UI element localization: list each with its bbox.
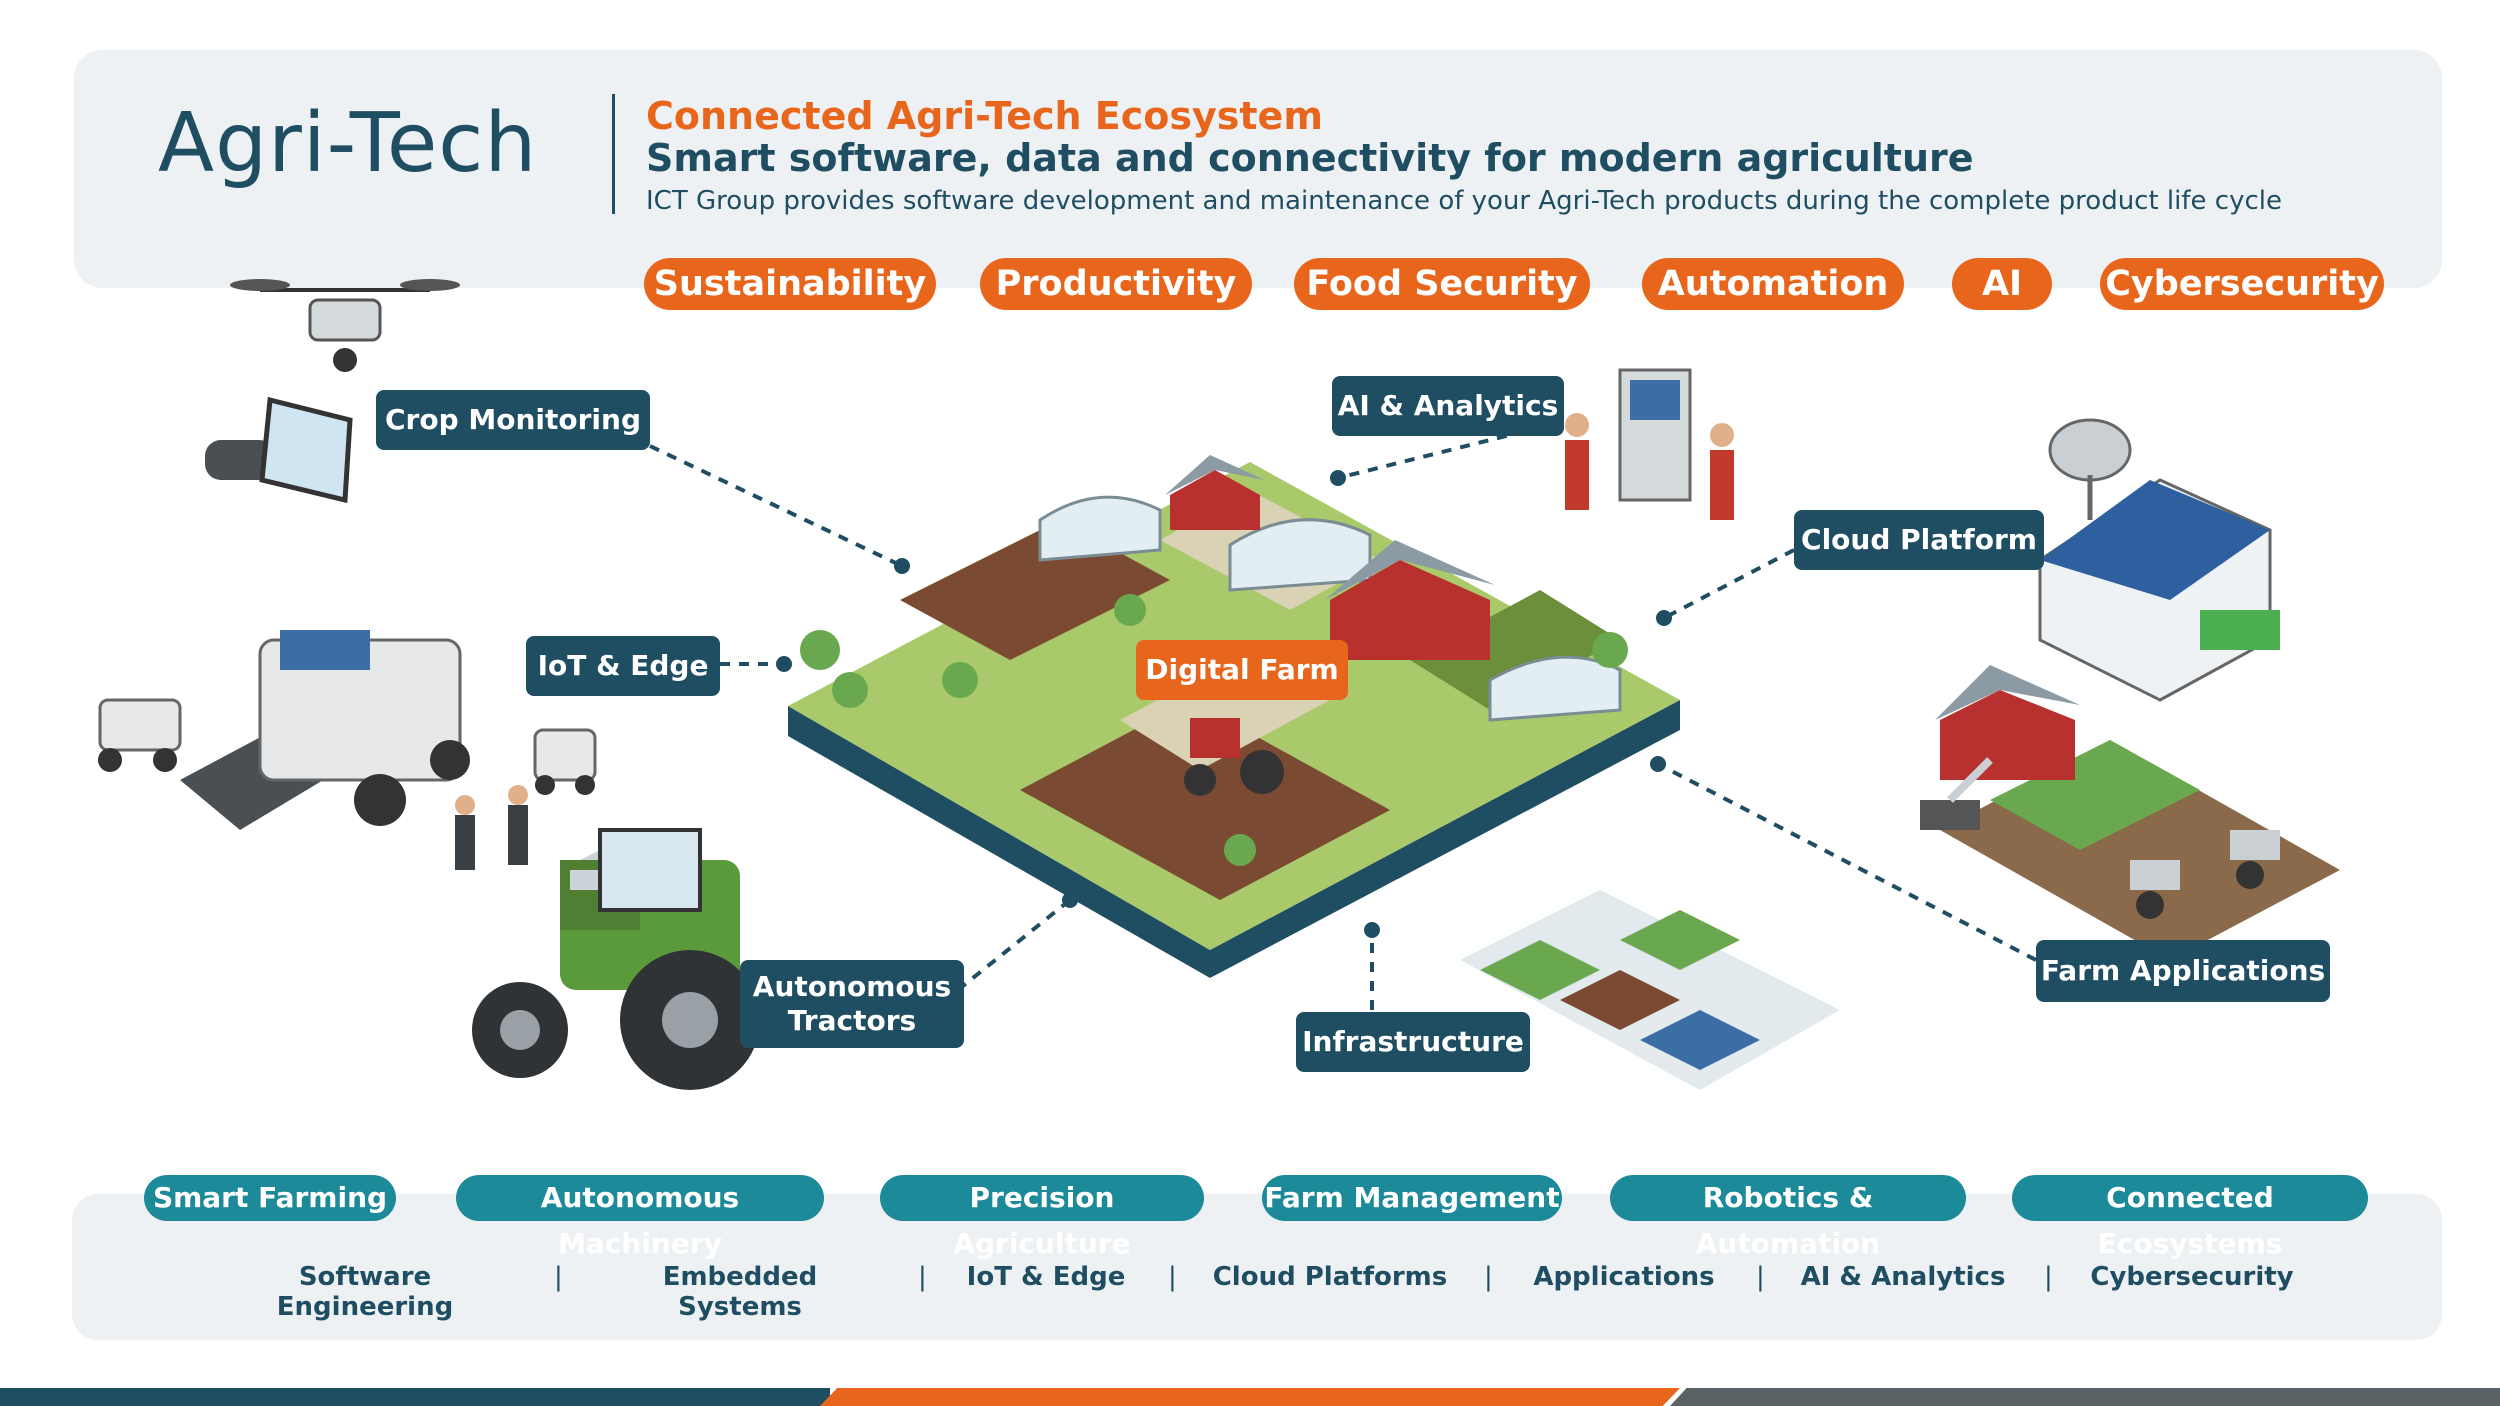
tag-farm-management: Farm Management — [1262, 1175, 1562, 1221]
pillar-food-security: Food Security — [1294, 258, 1590, 310]
tag-smart-farming: Smart Farming — [144, 1175, 396, 1221]
pillar-ai: AI — [1952, 258, 2052, 310]
capability-embedded-systems: Embedded Systems — [662, 1262, 818, 1322]
capability-separator: | — [918, 1262, 927, 1292]
capability-separator: | — [554, 1262, 563, 1292]
node-iot-edge: IoT & Edge — [526, 636, 720, 696]
tractor-icon — [1184, 718, 1284, 796]
farm-applications-scene — [1940, 740, 2340, 960]
tablet-icon — [259, 396, 353, 504]
header-title: Smart software, data and connectivity fo… — [646, 136, 1974, 180]
satellite-dish-icon — [2048, 418, 2132, 520]
field-robot-icon — [98, 698, 597, 795]
harvester-icon — [180, 630, 470, 830]
header-divider — [612, 94, 615, 214]
node-autonomous-tractors: Autonomous Tractors — [740, 960, 964, 1048]
capability-separator: | — [1168, 1262, 1177, 1292]
capability-applications: Applications — [1533, 1262, 1715, 1292]
barn-icon — [1935, 665, 2080, 780]
pillar-automation: Automation — [1642, 258, 1904, 310]
pillar-productivity: Productivity — [980, 258, 1252, 310]
capability-cybersecurity: Cybersecurity — [2090, 1262, 2294, 1292]
tag-connected-ecosystems: Connected Ecosystems — [2012, 1175, 2368, 1260]
capability-separator: | — [1756, 1262, 1765, 1292]
capability-separator: | — [2044, 1262, 2053, 1292]
header-panel — [74, 50, 2442, 288]
capability-cloud-platforms: Cloud Platforms — [1212, 1262, 1448, 1292]
node-cloud-platform: Cloud Platform — [1794, 510, 2044, 570]
header-subtitle: ICT Group provides software development … — [646, 186, 2282, 216]
node-crop-monitoring: Crop Monitoring — [376, 390, 650, 450]
tree-icons — [800, 594, 1628, 866]
greenhouse-icon — [1038, 495, 1622, 722]
barn-icon — [1165, 455, 1495, 660]
farmer-icon — [455, 413, 1734, 870]
drone-icon — [230, 279, 460, 372]
tag-autonomous-machinery: Autonomous Machinery — [456, 1175, 824, 1260]
tag-precision-agriculture: Precision Agriculture — [880, 1175, 1204, 1260]
node-infrastructure: Infrastructure — [1296, 1012, 1530, 1072]
tag-robotics-automation: Robotics & Automation — [1610, 1175, 1966, 1260]
stripe-grey — [1670, 1388, 2500, 1406]
solar-house-icon — [2038, 478, 2280, 702]
sprayer-tractor-icon — [2130, 830, 2280, 919]
pillar-sustainability: Sustainability — [644, 258, 936, 310]
capability-software-engineering: Software Engineering — [276, 1262, 454, 1322]
stripe-navy — [0, 1388, 830, 1406]
autonomous-tractor-icon — [472, 828, 760, 1090]
capability-iot-edge: IoT & Edge — [966, 1262, 1126, 1292]
node-ai-analytics: AI & Analytics — [1332, 376, 1564, 436]
dashboard-kiosk-icon — [1618, 368, 1692, 502]
brand-title: Agri-Tech — [158, 96, 538, 191]
stripe-orange — [820, 1388, 1680, 1406]
remote-controller-icon — [205, 440, 275, 480]
pillar-cybersecurity: Cybersecurity — [2100, 258, 2384, 310]
mini-farm-grid-icon — [1460, 890, 1840, 1090]
header-kicker: Connected Agri-Tech Ecosystem — [646, 94, 1323, 138]
capability-separator: | — [1484, 1262, 1493, 1292]
center-digital-farm: Digital Farm — [1136, 640, 1348, 700]
robot-arm-icon — [1920, 757, 1993, 830]
capability-ai-analytics: AI & Analytics — [1800, 1262, 2006, 1292]
node-farm-applications: Farm Applications — [2036, 940, 2330, 1002]
